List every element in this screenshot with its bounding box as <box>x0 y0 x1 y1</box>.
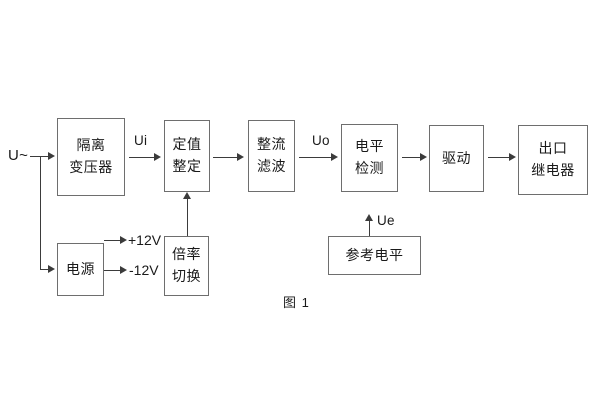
block-isolation-transformer-line1: 隔离 <box>76 137 106 154</box>
signal-label-ui: Ui <box>134 133 148 148</box>
rectify-to-level-line <box>299 157 332 158</box>
input-voltage-label: U~ <box>8 147 29 164</box>
block-isolation-transformer: 隔离 变压器 <box>57 118 125 196</box>
reference-to-level-arrow <box>364 214 373 221</box>
block-multiplier-switching-line2: 切换 <box>172 268 201 284</box>
setpoint-to-rectify-arrow <box>237 152 244 161</box>
driver-to-relay-arrow <box>509 152 516 161</box>
block-output-relay-line1: 出口 <box>538 140 568 157</box>
level-to-driver-line <box>402 157 421 158</box>
rail-negative-arrow <box>120 265 127 274</box>
rail-positive-arrow <box>120 235 127 244</box>
block-reference-level: 参考电平 <box>328 236 421 275</box>
block-isolation-transformer-line2: 变压器 <box>69 159 113 175</box>
feeder-to-transformer-arrow <box>48 151 55 160</box>
feeder-to-power-supply-line <box>40 269 49 270</box>
rectify-to-level-arrow <box>331 152 338 161</box>
block-reference-level-line1: 参考电平 <box>345 246 404 263</box>
block-level-detection: 电平 检测 <box>341 124 398 192</box>
block-multiplier-switching: 倍率 切换 <box>164 236 209 296</box>
block-power-supply: 电源 <box>57 243 104 296</box>
multiplier-to-setpoint-line <box>187 199 188 236</box>
block-level-detection-line2: 检测 <box>355 160 384 176</box>
driver-to-relay-line <box>488 157 510 158</box>
block-setpoint-setting-line2: 整定 <box>172 158 202 174</box>
block-rectify-filter-line1: 整流 <box>257 136 286 153</box>
input-feeder-segment <box>30 156 41 157</box>
block-multiplier-switching-line1: 倍率 <box>172 246 201 263</box>
input-feeder-bus <box>40 156 41 269</box>
rail-positive-line <box>104 240 121 241</box>
figure-caption: 图 1 <box>283 295 310 310</box>
setpoint-to-rectify-line <box>213 157 238 158</box>
reference-to-level-line <box>369 221 370 236</box>
block-setpoint-setting: 定值 整定 <box>164 120 210 192</box>
signal-label-ue: Ue <box>377 213 395 228</box>
transformer-to-setpoint-line <box>129 157 155 158</box>
multiplier-to-setpoint-arrow <box>182 192 191 199</box>
rail-negative-label: -12V <box>129 262 159 278</box>
level-to-driver-arrow <box>420 152 427 161</box>
block-power-supply-line1: 电源 <box>66 260 95 277</box>
block-level-detection-line1: 电平 <box>355 138 384 155</box>
block-driver-line1: 驱动 <box>442 149 471 166</box>
signal-label-uo: Uo <box>312 133 330 148</box>
block-rectify-filter-line2: 滤波 <box>257 158 286 174</box>
rail-negative-line <box>104 270 121 271</box>
block-driver: 驱动 <box>429 125 484 192</box>
block-rectify-filter: 整流 滤波 <box>248 120 295 192</box>
block-output-relay: 出口 继电器 <box>518 125 588 195</box>
rail-positive-label: +12V <box>128 232 162 248</box>
feeder-to-power-supply-arrow <box>48 264 55 273</box>
block-setpoint-setting-line1: 定值 <box>172 136 202 153</box>
feeder-to-transformer-line <box>40 156 49 157</box>
transformer-to-setpoint-arrow <box>154 152 161 161</box>
block-output-relay-line2: 继电器 <box>531 162 575 178</box>
